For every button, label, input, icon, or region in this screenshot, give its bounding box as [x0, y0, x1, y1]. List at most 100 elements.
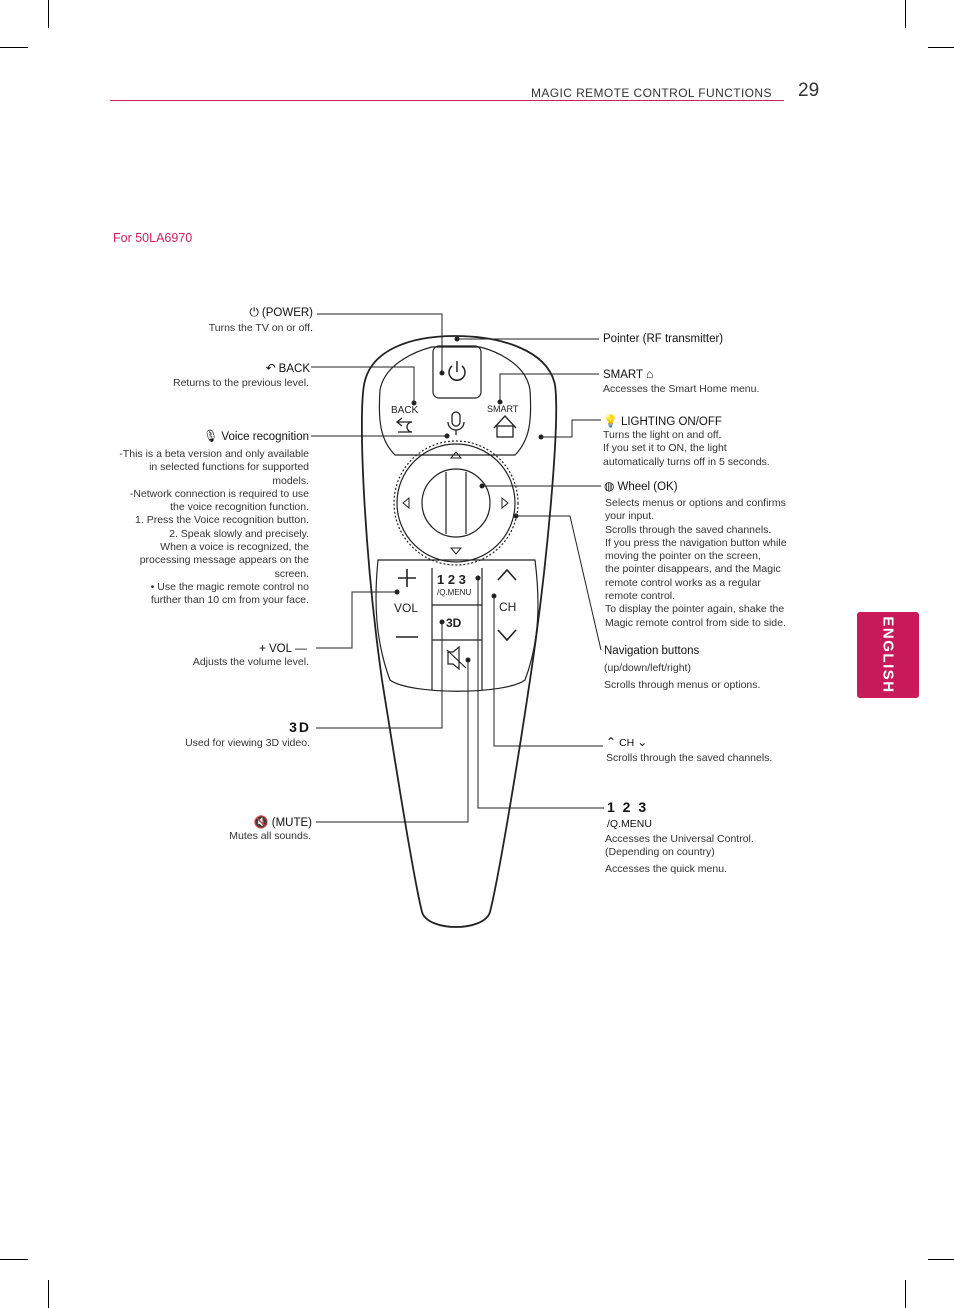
section-title: MAGIC REMOTE CONTROL FUNCTIONS	[531, 86, 772, 100]
wheel-desc-line: your input.	[605, 510, 655, 523]
3d-label: 3D	[289, 719, 311, 735]
num-desc: Accesses the Universal Control. (Dependi…	[605, 833, 754, 860]
crop-mark	[0, 1259, 28, 1260]
vol-label-row: +VOL—	[200, 641, 310, 655]
nav-sub: (up/down/left/right)	[604, 662, 691, 674]
language-tab: ENGLISH	[857, 612, 919, 698]
lighting-desc-line: Turns the light on and off.	[603, 429, 722, 441]
pointer-label: Pointer (RF transmitter)	[603, 333, 724, 345]
remote-num-label: 1 2 3	[437, 572, 466, 587]
plus-icon: +	[258, 641, 266, 655]
lightbulb-icon: 💡	[603, 414, 618, 428]
wheel-label: Wheel (OK)	[617, 481, 678, 493]
chevron-up-icon: ⌃	[606, 735, 617, 749]
power-label-row: ⏻(POWER)	[180, 305, 313, 320]
lighting-label: LIGHTING ON/OFF	[620, 416, 722, 428]
wheel-desc-line: If you press the navigation button while	[605, 536, 787, 549]
crop-mark	[48, 1280, 49, 1308]
nav-ring-inner	[396, 443, 516, 563]
wheel-desc-line: Magic remote control from side to side.	[605, 616, 786, 629]
wheel	[421, 468, 491, 538]
num-desc-line: Accesses the Universal Control.	[605, 833, 754, 845]
page-number: 29	[798, 80, 820, 101]
ch-label: CH	[619, 737, 635, 749]
mute-desc: Mutes all sounds.	[229, 830, 311, 842]
crop-mark	[928, 47, 954, 48]
crop-mark	[48, 0, 49, 28]
vol-label: VOL	[268, 643, 292, 655]
voice-desc-line: models.	[272, 474, 309, 487]
wheel-desc-line: the pointer disappears, and the Magic	[605, 563, 781, 576]
lighting-desc-line: automatically turns off in 5 seconds.	[603, 455, 770, 468]
back-desc: Returns to the previous level.	[173, 377, 309, 389]
header-rule	[110, 100, 784, 101]
nav-desc: Scrolls through menus or options.	[604, 679, 761, 691]
remote-ch-label: CH	[499, 600, 516, 614]
home-icon: ⌂	[646, 367, 654, 381]
nav-label: Navigation buttons	[604, 645, 700, 657]
crop-mark	[0, 47, 28, 48]
remote-smart-label: SMART	[487, 404, 519, 414]
wheel-desc-line: moving the pointer on the screen,	[605, 550, 761, 563]
smart-label-row: SMART⌂	[603, 367, 656, 381]
crop-mark	[905, 0, 906, 28]
microphone-icon: 🎙	[203, 429, 219, 443]
voice-desc-line: in selected functions for supported	[149, 461, 309, 474]
smart-label: SMART	[603, 369, 644, 381]
chevron-down-icon: ⌄	[637, 735, 648, 749]
power-desc: Turns the TV on or off.	[208, 322, 313, 334]
remote-back-label: BACK	[391, 405, 419, 416]
num-desc-line: (Depending on country)	[605, 846, 715, 859]
voice-desc-line: 1. Press the Voice recognition button.	[135, 514, 309, 527]
lighting-desc-line: If you set it to ON, the light	[603, 442, 727, 455]
nav-ring	[393, 440, 519, 566]
model-note: For 50LA6970	[113, 231, 193, 245]
mute-icon: 🔇	[253, 815, 269, 829]
mute-label: (MUTE)	[271, 817, 312, 829]
voice-desc-line: When a voice is recognized, the	[160, 541, 309, 554]
wheel-desc-line: Scrolls through the saved channels.	[605, 523, 772, 536]
3d-desc: Used for viewing 3D video.	[185, 737, 310, 749]
voice-desc-line: 2. Speak slowly and precisely.	[169, 527, 309, 540]
ch-desc: Scrolls through the saved channels.	[606, 752, 773, 764]
voice-desc-line: screen.	[274, 567, 309, 580]
wheel-icon: ◍	[604, 479, 615, 493]
num-label: 1 2 3	[607, 799, 649, 815]
lighting-desc: Turns the light on and off. If you set i…	[603, 429, 770, 469]
back-label-row: ↶BACK	[200, 361, 310, 375]
back-arrow-icon: ↶	[265, 361, 276, 375]
voice-label: Voice recognition	[221, 431, 309, 443]
remote-qmenu-label: /Q.MENU	[437, 588, 471, 597]
voice-desc-line: -Network connection is required to use	[129, 487, 309, 500]
vol-desc: Adjusts the volume level.	[192, 656, 309, 668]
power-icon: ⏻	[249, 305, 259, 319]
voice-desc-line: further than 10 cm from your face.	[150, 594, 309, 607]
wheel-desc-line: To display the pointer again, shake the	[605, 603, 785, 616]
voice-desc-line: the voice recognition function.	[170, 501, 309, 514]
qmenu-label: /Q.MENU	[607, 818, 652, 830]
crop-mark	[928, 1259, 954, 1260]
voice-label-row: 🎙Voice recognition	[150, 429, 309, 443]
back-label: BACK	[278, 363, 310, 375]
smart-desc: Accesses the Smart Home menu.	[603, 383, 760, 395]
wheel-desc-line: remote control.	[605, 590, 676, 603]
mute-label-row: 🔇(MUTE)	[200, 815, 312, 829]
power-button	[432, 345, 482, 399]
wheel-desc: Selects menus or options and confirms yo…	[605, 497, 787, 630]
power-label: (POWER)	[261, 307, 313, 319]
crop-mark	[905, 1280, 906, 1308]
qmenu-desc: Accesses the quick menu.	[605, 863, 727, 875]
remote-body-outline	[360, 335, 558, 928]
remote-bottom-panel	[375, 559, 539, 692]
minus-icon: —	[295, 641, 307, 655]
remote-top-panel	[378, 346, 532, 456]
voice-desc-line: • Use the magic remote control no	[150, 580, 309, 593]
wheel-desc-line: remote control works as a regular	[605, 576, 761, 589]
wheel-desc-line: Selects menus or options and confirms	[605, 497, 786, 509]
voice-desc: -This is a beta version and only availab…	[90, 448, 309, 608]
ch-label-row: ⌃CH⌄	[606, 735, 650, 749]
voice-desc-line: processing message appears on the	[139, 554, 309, 567]
wheel-label-row: ◍Wheel (OK)	[604, 479, 678, 493]
remote-3d-label: 3D	[446, 616, 462, 630]
voice-desc-line: -This is a beta version and only availab…	[119, 448, 309, 460]
